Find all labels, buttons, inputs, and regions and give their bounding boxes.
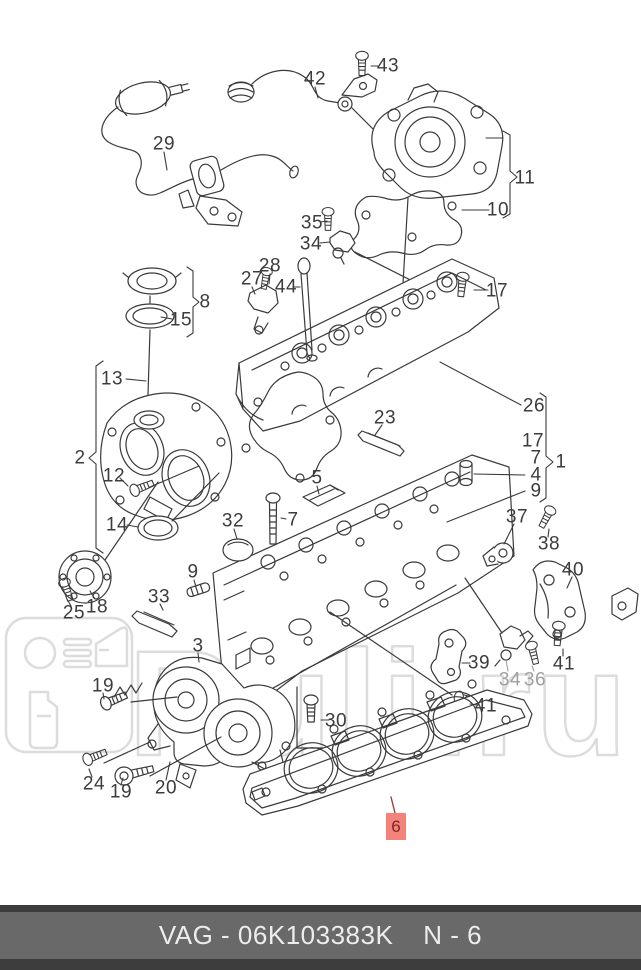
head-gasket-drawing	[242, 679, 533, 816]
callout-27: 27	[240, 268, 264, 290]
callout-18: 18	[85, 596, 109, 618]
callout-34: 34	[299, 233, 323, 255]
callout-19-lower: 19	[109, 781, 133, 803]
callout-2: 2	[74, 447, 86, 469]
callout-3: 3	[192, 635, 204, 657]
callout-26: 26	[522, 395, 546, 417]
exploded-parts-diagram: Ruli.ru	[4, 50, 639, 816]
callout-37: 37	[505, 506, 529, 528]
callout-12: 12	[102, 465, 126, 487]
callout-42: 42	[303, 68, 327, 90]
callout-38: 38	[537, 533, 561, 555]
callout-5: 5	[311, 467, 323, 489]
callout-44: 44	[274, 276, 298, 298]
highlighted-part-6[interactable]: 6	[386, 813, 406, 840]
callout-39: 39	[467, 652, 491, 674]
callout-4: 4	[530, 464, 542, 486]
callout-43: 43	[376, 55, 400, 77]
callout-10: 10	[486, 199, 510, 221]
callout-11: 11	[514, 167, 536, 189]
callout-34-alt: 34	[498, 669, 522, 691]
footer-page-ref: N - 6	[423, 920, 483, 950]
callout-29: 29	[152, 133, 176, 155]
vent-pipe-drawing	[227, 50, 378, 131]
leader-lines	[66, 65, 573, 814]
callout-20: 20	[154, 777, 178, 799]
cylinder-head-drawing	[212, 454, 515, 749]
callout-24: 24	[82, 773, 106, 795]
sensor-27-drawing	[247, 257, 318, 362]
callout-9-group: 9	[530, 480, 542, 502]
callout-17-group: 17	[521, 430, 545, 452]
watermark-logo	[4, 616, 134, 754]
footer-bar: VAG - 06K103383K N - 6	[0, 905, 641, 970]
tensioner-drawing	[80, 656, 296, 789]
callout-8: 8	[199, 291, 211, 313]
callout-36: 36	[523, 669, 547, 691]
footer-catalog-code: VAG - 06K103383K	[158, 920, 394, 950]
callout-25: 25	[62, 602, 86, 624]
callout-13: 13	[100, 368, 124, 390]
right-brackets-drawing	[329, 503, 639, 709]
callout-15: 15	[169, 309, 193, 331]
callout-23: 23	[373, 407, 397, 429]
callout-41-lower: 41	[474, 695, 498, 717]
dowel-drawing	[459, 459, 473, 487]
seal-flange-drawing	[57, 481, 159, 604]
callout-7-group: 7	[530, 447, 542, 469]
breather-hose-drawing	[101, 79, 299, 227]
callout-30: 30	[324, 710, 348, 732]
callout-41-upper: 41	[552, 653, 576, 675]
callout-9-stud: 9	[187, 561, 199, 583]
callout-35: 35	[300, 212, 324, 234]
callout-28: 28	[258, 255, 282, 277]
valve-cover-drawing	[235, 258, 500, 432]
timing-cover-drawing	[100, 371, 342, 541]
callout-7-bolt: 7	[287, 509, 299, 531]
callout-33: 33	[147, 586, 171, 608]
callout-14: 14	[105, 514, 129, 536]
callout-40: 40	[561, 559, 585, 581]
callout-17-cover: 17	[485, 280, 509, 302]
callout-1: 1	[555, 451, 567, 473]
oil-cap-drawing	[122, 267, 182, 428]
callout-19-upper: 19	[91, 675, 115, 697]
callout-32: 32	[221, 510, 245, 532]
